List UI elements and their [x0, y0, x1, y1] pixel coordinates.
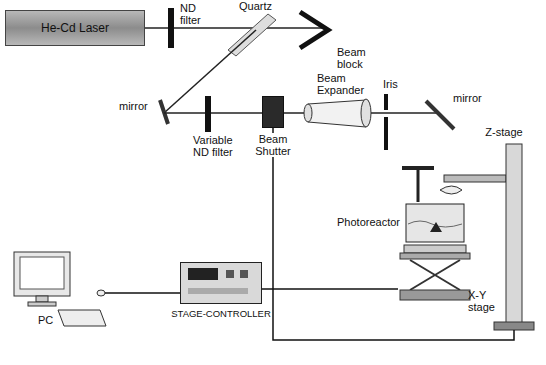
expander-lens: [304, 104, 312, 122]
beam-block: [300, 12, 328, 48]
part-label: Iris: [382, 78, 399, 90]
node-label: Beam Shutter: [250, 133, 296, 157]
node-label: He-Cd Laser: [41, 21, 109, 35]
controller-panel: [188, 288, 248, 294]
part-label: ND filter: [179, 2, 217, 26]
z-rail: [506, 144, 522, 326]
part-label: Photoreactor: [336, 216, 401, 228]
holder-bar: [402, 166, 434, 170]
cable-line: [262, 288, 398, 290]
monitor: [14, 252, 70, 296]
stage-plate: [400, 253, 470, 259]
beam-shutter: Beam Shutter: [262, 96, 284, 128]
stage-plate: [404, 245, 466, 253]
part-label: Beam block: [336, 46, 374, 70]
z-stage-arm: [444, 175, 506, 182]
laser-box: He-Cd Laser: [5, 10, 145, 46]
part-label: Quartz: [238, 0, 273, 12]
stage-base: [400, 290, 470, 300]
beam-expander-tube: [308, 100, 366, 127]
cable-line: [273, 128, 514, 340]
part-label: mirror: [118, 100, 149, 112]
monitor-screen: [20, 257, 64, 289]
cable-line: [105, 292, 180, 294]
optic-probe: [440, 186, 462, 194]
node-label: PC: [38, 314, 53, 326]
nd-filter: [168, 8, 174, 48]
mouse: [97, 290, 105, 296]
variable-nd-filter: [205, 96, 211, 132]
monitor-base: [28, 302, 56, 306]
computer-icon: PC: [8, 250, 105, 342]
controller-display: [188, 268, 218, 280]
stage-leg: [410, 260, 460, 290]
node-label: Z-stage: [485, 126, 522, 138]
controller-knob: [226, 270, 234, 278]
x-y-stage: X-Y stage: [398, 245, 472, 301]
controller-body: [180, 262, 262, 304]
stage-controller-box: STAGE-CONTROLLER: [180, 262, 262, 304]
node-label: STAGE-CONTROLLER: [171, 308, 271, 319]
part-label: mirror: [452, 92, 483, 104]
monitor-stand: [36, 296, 48, 302]
node-label: X-Y stage: [468, 289, 504, 313]
holder-rod: [417, 168, 420, 202]
mirror-symbol: [426, 101, 454, 129]
photoreactor-dish: [406, 204, 464, 242]
part-label: Beam Expander: [316, 72, 374, 96]
expander-lens: [361, 99, 371, 127]
z-base: [494, 322, 534, 330]
controller-knob: [240, 270, 248, 278]
mirror-symbol: [160, 100, 168, 124]
keyboard: [58, 310, 106, 326]
part-label: Variable ND filter: [192, 134, 246, 158]
stage-leg: [410, 260, 460, 290]
iris-symbol: [384, 94, 388, 110]
sample: [430, 222, 442, 232]
iris-symbol: [384, 117, 388, 150]
